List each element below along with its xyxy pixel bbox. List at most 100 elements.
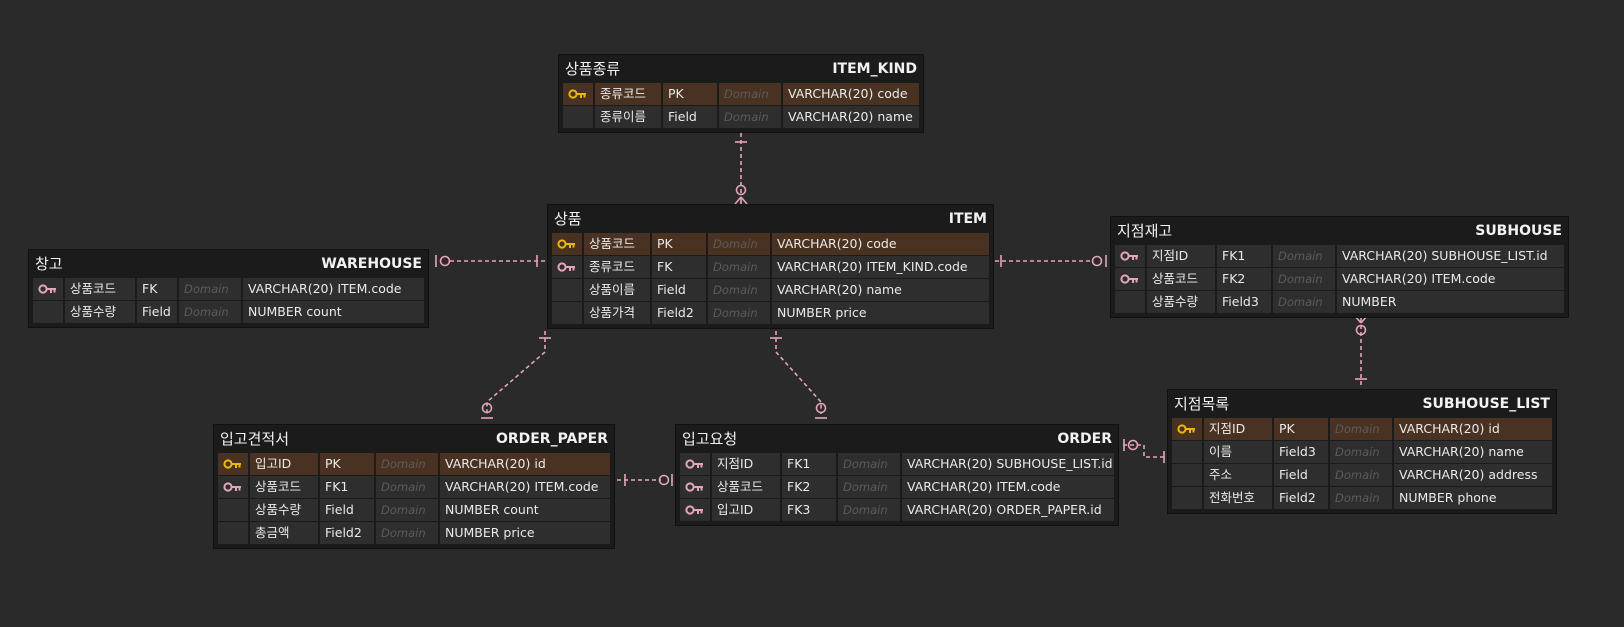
attribute-data-type: VARCHAR(20) name	[783, 106, 919, 128]
primary-key-icon	[552, 233, 582, 255]
entity-logical-name: 지점목록	[1174, 395, 1230, 413]
attribute-data-type: VARCHAR(20) address	[1394, 464, 1552, 486]
key-slot	[1115, 291, 1145, 313]
primary-key-icon	[1172, 418, 1202, 440]
attribute-domain: Domain	[708, 279, 770, 301]
attribute-data-type: VARCHAR(20) code	[783, 83, 919, 105]
attribute-domain: Domain	[1330, 441, 1392, 463]
attribute-key-type: Field	[1274, 464, 1328, 486]
attribute-domain: Domain	[708, 256, 770, 278]
key-slot	[218, 522, 248, 544]
relation-subhouse-list-order[interactable]	[1123, 439, 1171, 463]
foreign-key-icon	[680, 499, 710, 521]
key-slot	[33, 301, 63, 323]
attribute-name: 상품코드	[584, 233, 650, 255]
attribute-name: 상품코드	[712, 476, 780, 498]
attribute-domain: Domain	[719, 106, 781, 128]
attribute-key-type: FK1	[320, 476, 374, 498]
attribute-domain: Domain	[708, 233, 770, 255]
attribute-key-type: PK	[652, 233, 706, 255]
attribute-name: 상품코드	[65, 278, 135, 300]
relation-order-paper-order[interactable]	[617, 474, 673, 486]
attribute-key-type: Field2	[1274, 487, 1328, 509]
relation-item-order[interactable]	[770, 331, 827, 419]
attribute-name: 지점ID	[1147, 245, 1215, 267]
key-slot	[563, 106, 593, 128]
attribute-key-type: PK	[320, 453, 374, 475]
attribute-data-type: VARCHAR(20) ITEM.code	[1337, 268, 1564, 290]
attribute-key-type: Field	[320, 499, 374, 521]
attribute-data-type: VARCHAR(20) id	[1394, 418, 1552, 440]
attribute-domain: Domain	[1330, 418, 1392, 440]
relation-item-kind-item[interactable]	[734, 133, 748, 205]
entity-physical-name: SUBHOUSE_LIST	[1422, 395, 1550, 412]
attribute-key-type: Field3	[1274, 441, 1328, 463]
attribute-key-type: Field2	[652, 302, 706, 324]
relation-subhouse-list-subhouse[interactable]	[1354, 315, 1368, 387]
entity-physical-name: ITEM	[948, 210, 987, 227]
primary-key-icon	[218, 453, 248, 475]
attribute-domain: Domain	[1273, 291, 1335, 313]
relation-item-warehouse[interactable]	[435, 255, 547, 267]
attribute-name: 상품가격	[584, 302, 650, 324]
entity-physical-name: SUBHOUSE	[1475, 222, 1562, 239]
relation-item-subhouse[interactable]	[995, 255, 1107, 267]
attribute-name: 상품코드	[1147, 268, 1215, 290]
attribute-name: 종류코드	[595, 83, 661, 105]
key-slot	[552, 302, 582, 324]
attribute-domain: Domain	[838, 476, 900, 498]
attribute-key-type: FK1	[1217, 245, 1271, 267]
attribute-data-type: NUMBER count	[440, 499, 610, 521]
relation-item-order-paper[interactable]	[481, 331, 551, 419]
entity-physical-name: WAREHOUSE	[321, 255, 422, 272]
attribute-data-type: VARCHAR(20) id	[440, 453, 610, 475]
attribute-domain: Domain	[838, 453, 900, 475]
attribute-name: 지점ID	[712, 453, 780, 475]
attribute-name: 입고ID	[250, 453, 318, 475]
key-slot	[552, 279, 582, 301]
attribute-domain: Domain	[838, 499, 900, 521]
attribute-domain: Domain	[179, 278, 241, 300]
attribute-domain: Domain	[1330, 464, 1392, 486]
attribute-data-type: VARCHAR(20) name	[772, 279, 989, 301]
attribute-key-type: FK2	[1217, 268, 1271, 290]
attribute-domain: Domain	[708, 302, 770, 324]
primary-key-icon	[563, 83, 593, 105]
attribute-data-type: NUMBER	[1337, 291, 1564, 313]
foreign-key-icon	[1115, 268, 1145, 290]
attribute-name: 전화번호	[1204, 487, 1272, 509]
attribute-name: 종류코드	[584, 256, 650, 278]
